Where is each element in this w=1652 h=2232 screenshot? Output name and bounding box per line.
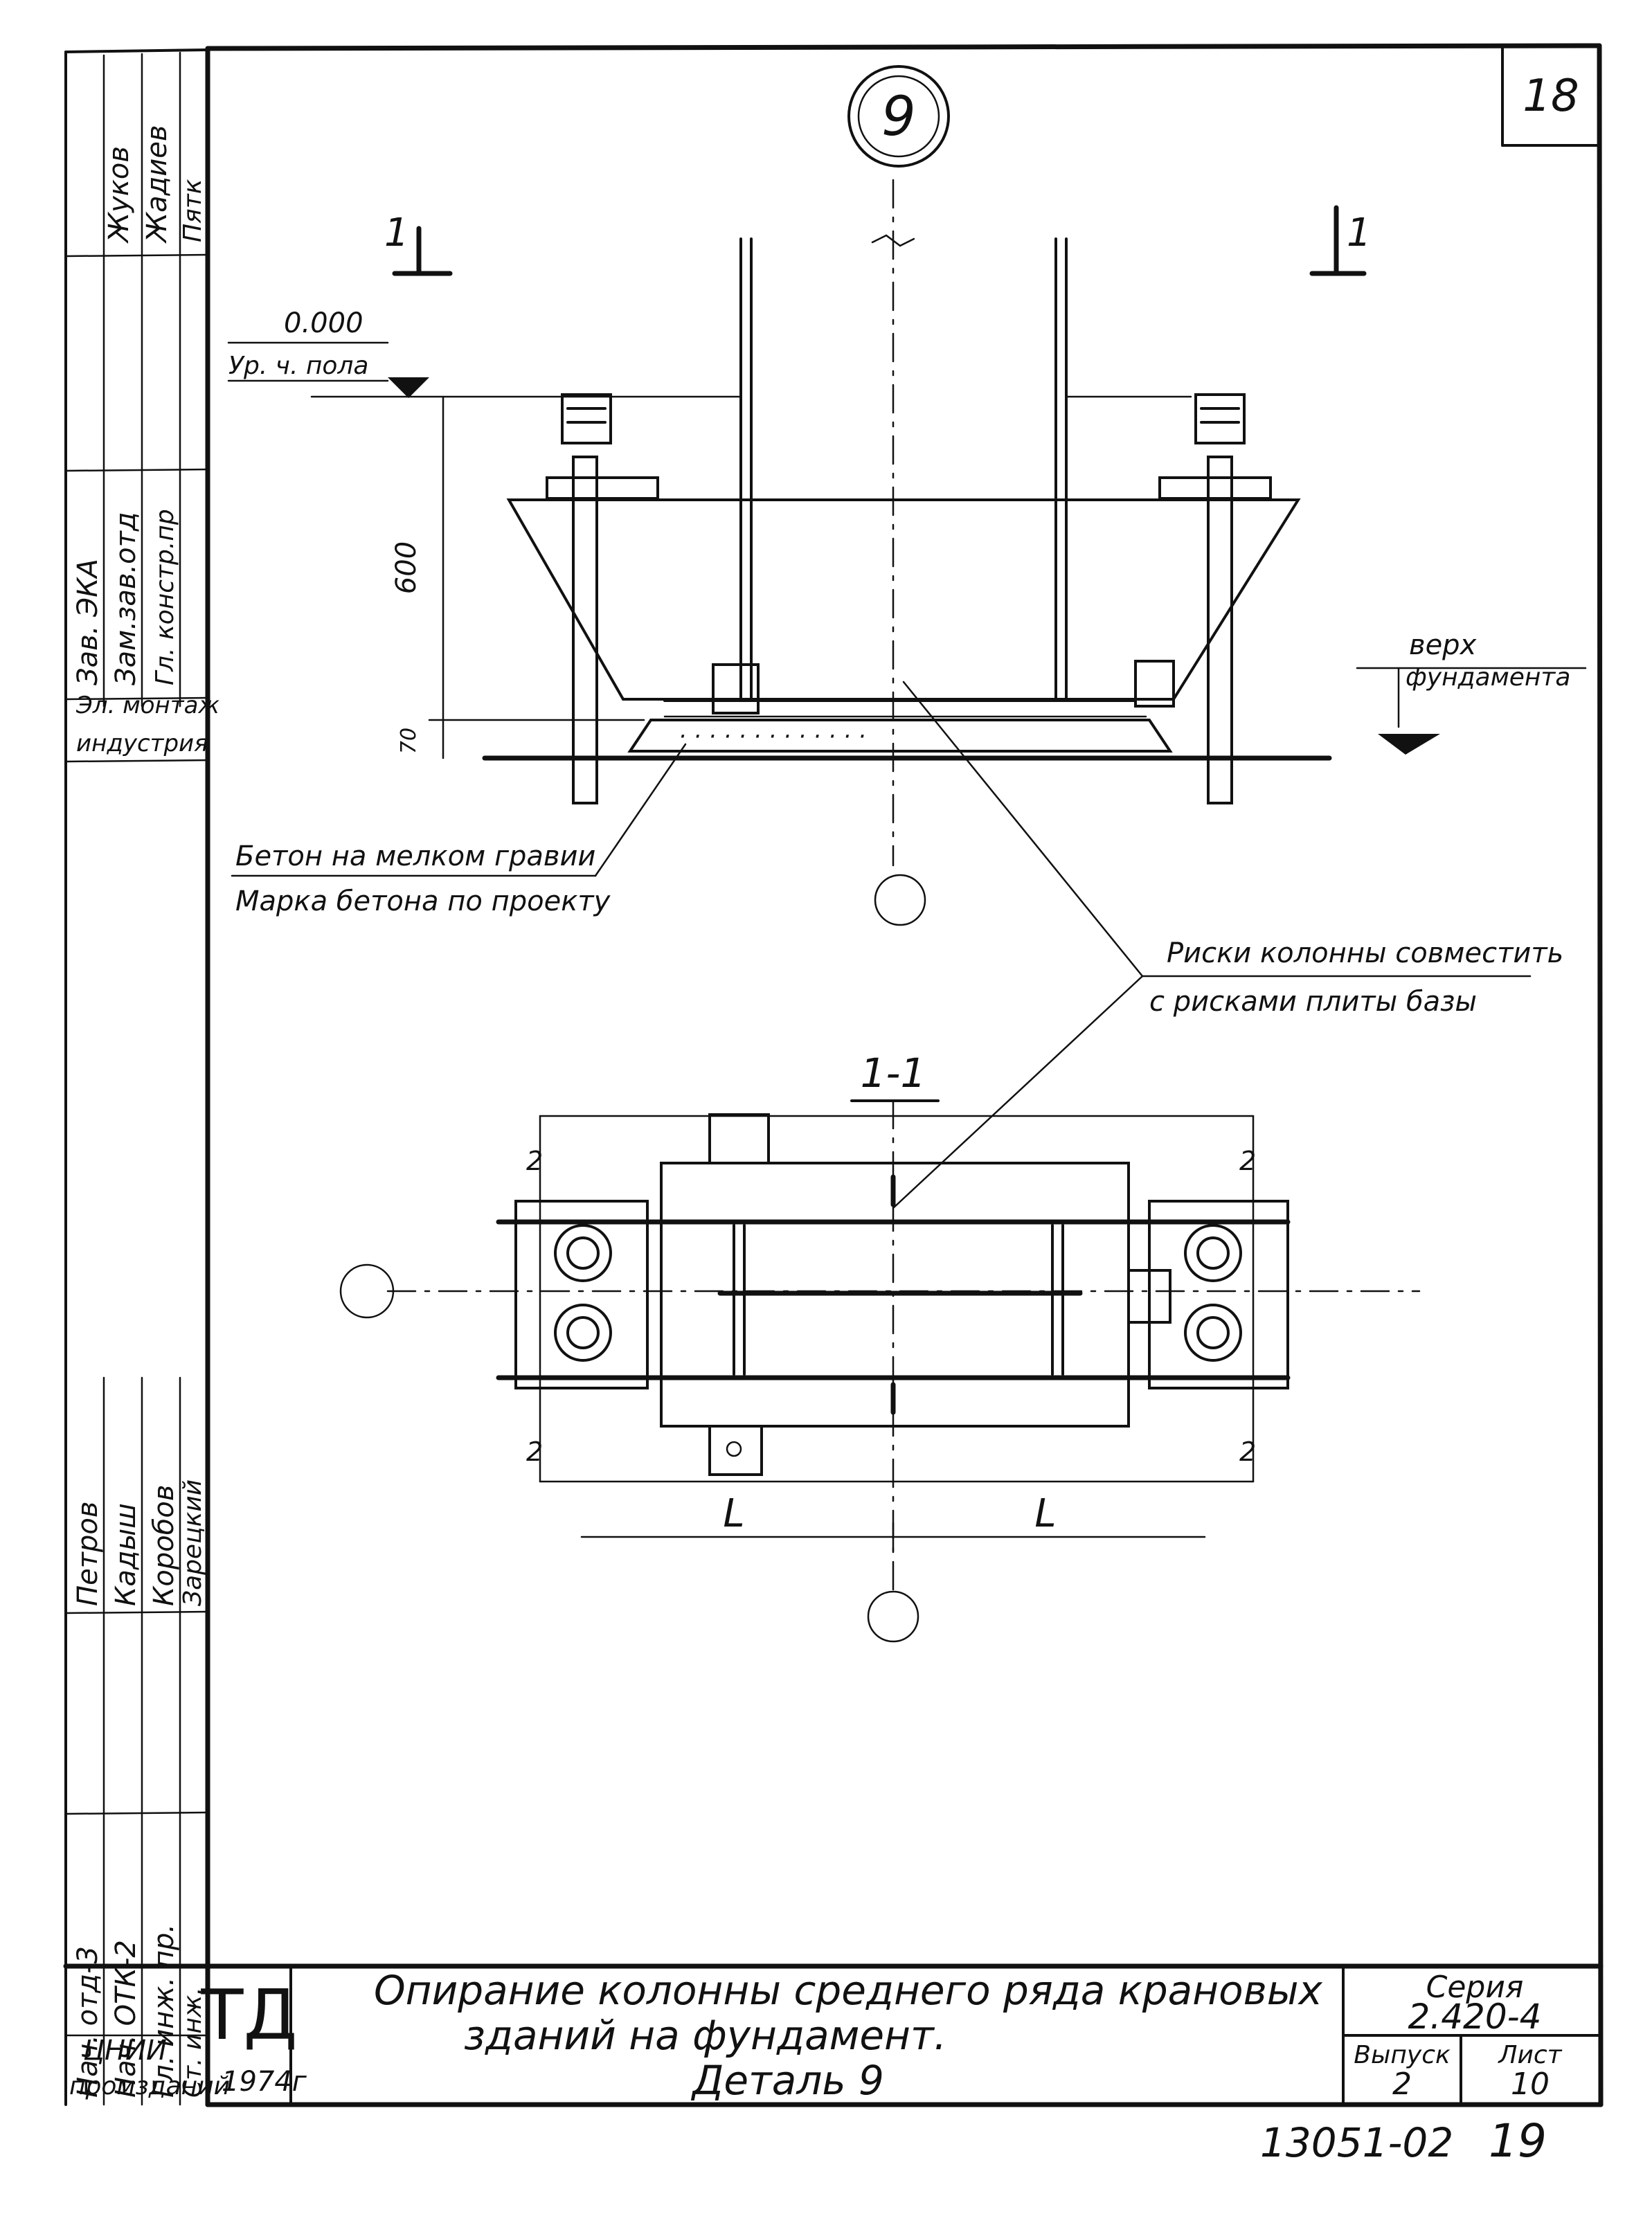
section-mark-left: 1 xyxy=(384,210,453,276)
sheet-value: 10 xyxy=(1511,2067,1550,2102)
corner-sheet-box: 18 xyxy=(1501,46,1601,147)
svg-text:2: 2 xyxy=(1239,1437,1256,1467)
year: 1974г xyxy=(222,2066,307,2098)
detail-marker: 9 xyxy=(847,65,950,168)
floor-level-mark: 0.000 Ур. ч. пола xyxy=(227,307,429,398)
elevation-view: · · · · · · · · · · · · · 1 1 0.000 Ур. … xyxy=(227,179,1587,1209)
org-name-1: ЦНИИ xyxy=(83,2035,167,2067)
section-title: 1-1 xyxy=(861,1050,926,1097)
svg-text:Жадиев: Жадиев xyxy=(141,125,173,244)
svg-text:Зарецкий: Зарецкий xyxy=(179,1479,207,1606)
svg-text:Ст. инж.: Ст. инж. xyxy=(179,1987,207,2098)
svg-text:с рисками плиты базы: с рисками плиты базы xyxy=(1149,986,1477,1018)
svg-text:· · · · · · · · · · ·: · · · · · · · · · · · · · xyxy=(679,723,865,750)
foundation-top-mark: верх фундамента xyxy=(1356,629,1587,755)
section-mark-right: 1 xyxy=(1309,205,1372,276)
svg-text:Нач. отд-3: Нач. отд-3 xyxy=(72,1946,104,2098)
section-1-1-plan: 1-1 xyxy=(339,1050,1421,1643)
title-line-2: зданий на фундамент. xyxy=(464,2012,946,2059)
issue-label: Выпуск xyxy=(1354,2041,1451,2069)
title-line-1: Опирание колонны среднего ряда крановых xyxy=(374,1967,1323,2014)
level-value: 0.000 xyxy=(284,307,363,339)
series-label: Серия xyxy=(1426,1970,1524,2005)
plan-bolts xyxy=(554,1224,1242,1362)
svg-text:1: 1 xyxy=(384,210,409,255)
title-block: Опирание колонны среднего ряда крановых … xyxy=(63,1963,1604,2106)
svg-text:Кадыш: Кадыш xyxy=(110,1503,142,1606)
svg-text:1: 1 xyxy=(1347,210,1372,255)
svg-text:Зав. ЭКА: Зав. ЭКА xyxy=(72,559,104,685)
top-label-1: верх xyxy=(1409,629,1477,661)
svg-text:Марка бетона по проекту: Марка бетона по проекту xyxy=(235,885,611,917)
svg-text:Риски колонны совместить: Риски колонны совместить xyxy=(1167,937,1563,969)
svg-text:Петров: Петров xyxy=(72,1502,104,1606)
plan-dim-right: L xyxy=(1034,1491,1056,1536)
title-line-3: Деталь 9 xyxy=(690,2057,884,2104)
height-dimension: 600 70 xyxy=(390,395,645,759)
svg-text:Пятк: Пятк xyxy=(179,179,207,242)
series-value: 2.420-4 xyxy=(1408,1997,1542,2037)
issue-value: 2 xyxy=(1392,2067,1412,2102)
plan-dim-left: L xyxy=(723,1491,744,1536)
level-label: Ур. ч. пола xyxy=(228,352,368,380)
alignment-note: Риски колонны совместить с рисками плиты… xyxy=(892,681,1563,1209)
svg-text:Гл. инж. пр.: Гл. инж. пр. xyxy=(148,1924,180,2098)
side-stamp-bottom: Петров Кадыш Коробов Зарецкий Нач. отд-3… xyxy=(72,1479,207,2098)
side-stamp-top: Жуков Жадиев Пятк Зав. ЭКА Зам.зав.отд Г… xyxy=(72,125,219,757)
detail-marker-number: 9 xyxy=(881,86,916,148)
svg-text:2: 2 xyxy=(526,1437,543,1467)
dim-grout: 70 xyxy=(397,728,421,754)
svg-text:2: 2 xyxy=(1239,1146,1256,1176)
svg-text:2: 2 xyxy=(526,1146,543,1176)
corner-sheet-number: 18 xyxy=(1523,71,1579,122)
svg-text:Жуков: Жуков xyxy=(103,146,135,244)
dim-height: 600 xyxy=(390,541,422,594)
svg-text:Бетон на мелком гравии: Бетон на мелком гравии xyxy=(235,840,595,872)
page-number: 19 xyxy=(1489,2114,1547,2168)
sheet-frame xyxy=(64,43,1604,2107)
sheet-label: Лист xyxy=(1497,2041,1562,2069)
archive-number: 13051-02 xyxy=(1260,2119,1453,2166)
svg-text:Гл. констр.пр: Гл. констр.пр xyxy=(151,509,179,685)
org-name-2: промзданий xyxy=(69,2072,230,2100)
svg-text:индустрия: индустрия xyxy=(76,730,208,757)
svg-text:Зам.зав.отд: Зам.зав.отд xyxy=(110,512,142,685)
svg-text:Коробов: Коробов xyxy=(148,1485,180,1606)
svg-text:Эл. монтаж: Эл. монтаж xyxy=(75,692,219,719)
org-logo: ТД xyxy=(200,1974,297,2055)
concrete-note: Бетон на мелком гравии Марка бетона по п… xyxy=(231,743,687,917)
